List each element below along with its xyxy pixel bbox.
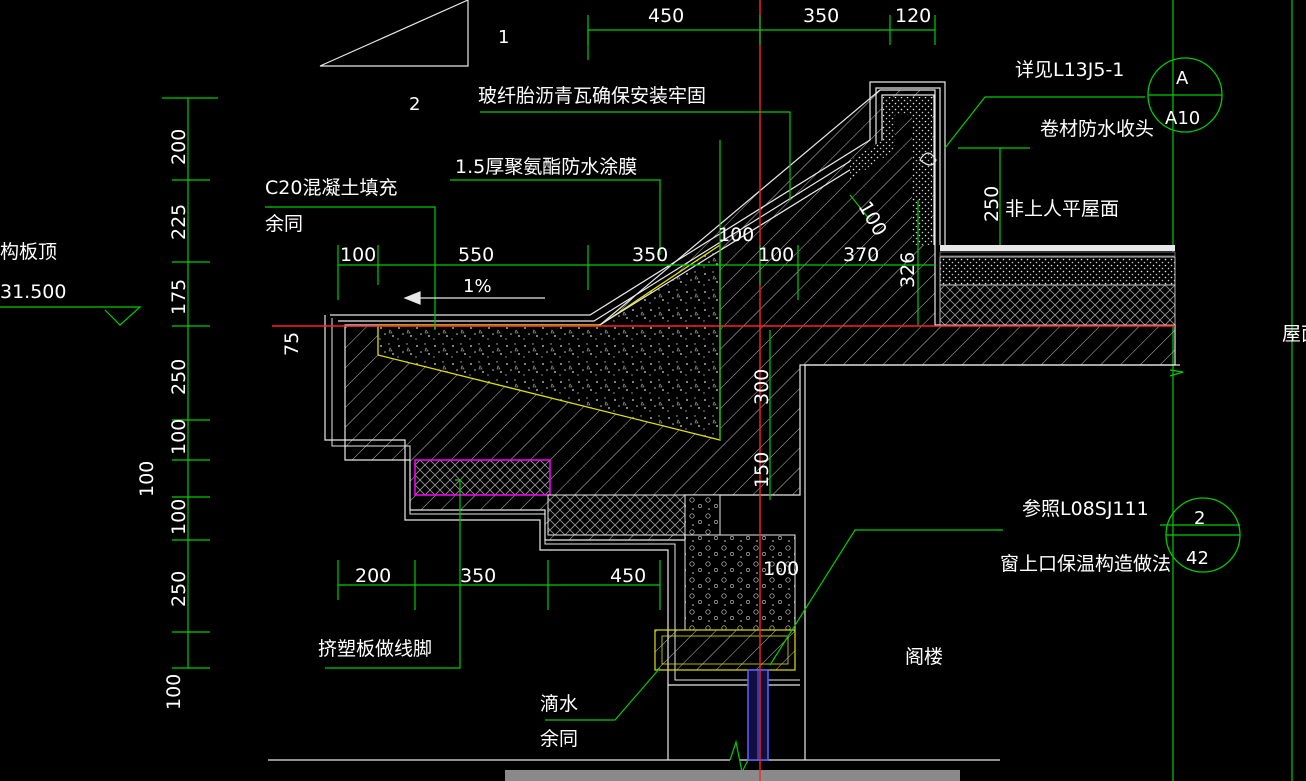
dim-inner-150: 150 <box>751 452 773 488</box>
annotations: 玻纤胎沥青瓦确保安装牢固 1.5厚聚氨酯防水涂膜 C20混凝土填充 余同 构板顶… <box>0 27 1306 750</box>
detail-ref-2-top: 2 <box>1194 508 1205 529</box>
detail-ref-2-bottom: 42 <box>1186 548 1209 569</box>
label-struct-elev: 31.500 <box>0 281 66 303</box>
label-non-access-roof: 非上人平屋面 <box>1005 198 1119 220</box>
detail-ref-circle-2[interactable]: 2 42 <box>1165 497 1241 573</box>
dim-left-100b: 100 <box>168 499 190 535</box>
label-roof-edge: 屋面 <box>1282 323 1306 345</box>
label-drip: 滴水 <box>540 693 578 715</box>
xps-insulation-blocks <box>414 459 721 536</box>
flat-roof-layers <box>939 245 1176 326</box>
dim-inner-326: 326 <box>897 252 919 288</box>
dimensions-mid: 100 550 350 100 100 370 <box>340 224 879 266</box>
dim-left-225: 225 <box>168 204 190 240</box>
membrane-end-symbol <box>919 152 937 166</box>
label-see-l13: 详见L13J5-1 <box>1015 59 1124 81</box>
label-c20-fill: C20混凝土填充 <box>265 177 397 199</box>
leader-lines <box>0 15 1240 721</box>
dim-bottom-350: 350 <box>460 565 496 587</box>
label-attic: 阁楼 <box>905 646 943 668</box>
dim-mid-350: 350 <box>632 244 668 266</box>
label-struct-top: 构板顶 <box>0 241 57 263</box>
dim-left-100c: 100 <box>163 674 185 710</box>
dim-mid-100b: 100 <box>718 224 754 246</box>
label-marker-2: 2 <box>409 94 420 115</box>
floor-strip <box>505 770 960 781</box>
dimensions-top: 450 350 120 <box>648 5 931 27</box>
dim-mid-100c: 100 <box>758 244 794 266</box>
section-cut-lines <box>272 0 1175 781</box>
label-slope: 1% <box>463 276 492 297</box>
dim-left-75: 75 <box>281 332 303 356</box>
label-window-insulation: 窗上口保温构造做法 <box>1000 553 1171 575</box>
dim-left-200: 200 <box>168 129 190 165</box>
dim-bottom-200: 200 <box>355 565 391 587</box>
dimensions-bottom: 200 350 450 <box>355 565 646 587</box>
label-membrane-end: 卷材防水收头 <box>1040 118 1154 140</box>
dimensions-left: 200 225 175 75 250 100 100 250 100 100 <box>136 129 303 710</box>
detail-ref-a-bottom: A10 <box>1165 108 1200 129</box>
label-xps-skirting: 挤塑板做线脚 <box>318 638 432 660</box>
dim-bottom-450: 450 <box>610 565 646 587</box>
label-drip-same: 余同 <box>540 728 578 750</box>
label-c20-fill-same: 余同 <box>265 213 303 235</box>
window-lintel <box>654 534 796 761</box>
label-fiberglass-shingle: 玻纤胎沥青瓦确保安装牢固 <box>478 85 706 107</box>
dim-top-450: 450 <box>648 5 684 27</box>
dim-mid-550: 550 <box>458 244 494 266</box>
dim-top-120: 120 <box>895 5 931 27</box>
insulation-layer-dense <box>850 97 932 245</box>
dim-inner-250: 250 <box>981 186 1003 222</box>
dim-left-250: 250 <box>168 359 190 395</box>
dim-mid-370: 370 <box>843 244 879 266</box>
dim-inner-300: 300 <box>751 369 773 405</box>
dim-left-100a: 100 <box>168 419 190 455</box>
slope-arrow <box>403 291 545 305</box>
label-pu-coating: 1.5厚聚氨酯防水涂膜 <box>455 156 637 178</box>
dim-inner-100: 100 <box>763 558 799 580</box>
slope-triangle-symbol <box>319 0 469 67</box>
dim-mid-100a: 100 <box>340 244 376 266</box>
label-ref-l08: 参照L08SJ111 <box>1022 498 1149 520</box>
dim-top-350: 350 <box>803 5 839 27</box>
dim-left-250b: 250 <box>168 571 190 607</box>
dim-left-175: 175 <box>168 279 190 315</box>
label-marker-1: 1 <box>498 27 509 48</box>
dim-left-overall: 100 <box>136 461 158 497</box>
detail-ref-circle-a[interactable]: A A10 <box>1147 57 1223 133</box>
detail-ref-a-top: A <box>1176 68 1189 89</box>
